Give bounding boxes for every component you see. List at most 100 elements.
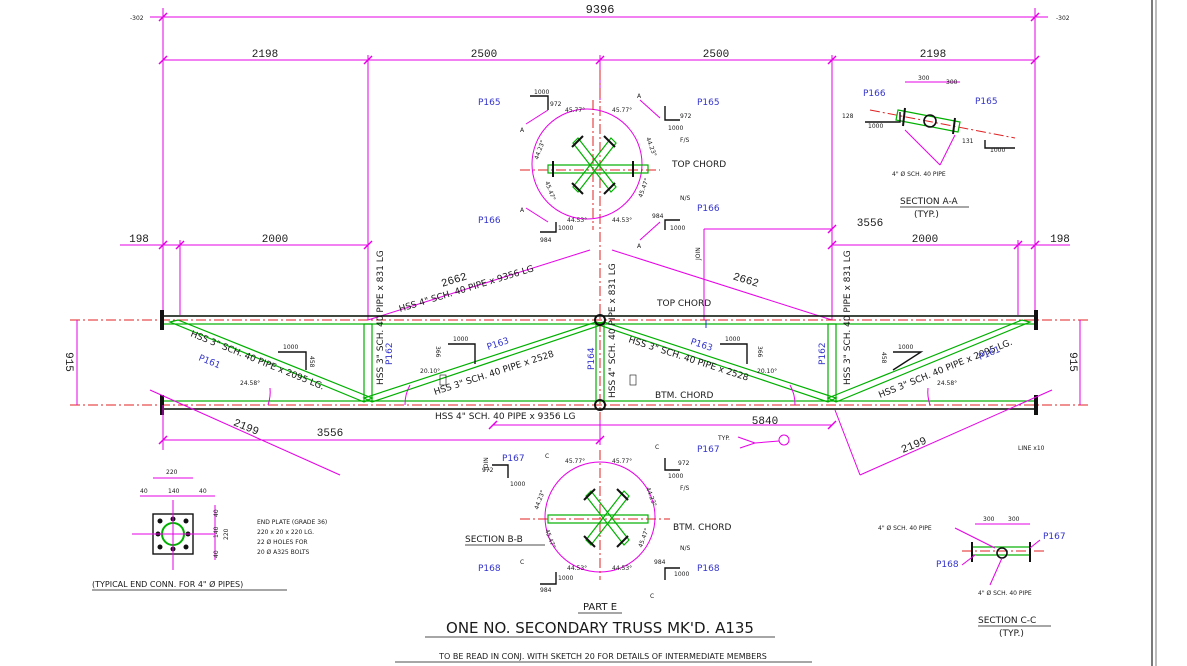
sec-marker-c4: C bbox=[650, 593, 654, 600]
diagonal-left-end bbox=[168, 319, 374, 403]
dim-right-offset: -302 bbox=[1056, 15, 1070, 22]
ec-dim-140: 140 bbox=[168, 488, 180, 495]
btm-detail-label: BTM. CHORD bbox=[673, 523, 732, 533]
ec-dim-220: 220 bbox=[166, 469, 178, 476]
diagonal-right-end bbox=[826, 319, 1032, 403]
second-dimension-row: 198 2000 3556 2000 198 JOIN bbox=[120, 218, 1070, 320]
mark-p165-top-left: P165 bbox=[478, 98, 501, 108]
vertical-left bbox=[363, 323, 373, 402]
angle-left-mid: 20.10° bbox=[420, 368, 440, 375]
mark-p164: P164 bbox=[587, 347, 597, 370]
section-cc: 300 300 4" Ø SCH. 40 PIPE 4" Ø SCH. 40 P… bbox=[878, 516, 1066, 639]
btm-slope-8: 1000 bbox=[558, 575, 573, 582]
ec-dim-40b: 40 bbox=[199, 488, 207, 495]
dim-overall: 9396 bbox=[586, 3, 615, 17]
btm-angle-7: 44.53° bbox=[567, 565, 587, 572]
ec-side-40a: 40 bbox=[213, 509, 220, 517]
mark-p167-btm-left: P167 bbox=[502, 454, 525, 464]
slope-1000-right: 1000 bbox=[898, 344, 913, 351]
btm-ns: N/S bbox=[680, 545, 691, 552]
btm-angle-6: 45.47° bbox=[637, 527, 650, 548]
slope-458-right: 458 bbox=[880, 352, 887, 364]
section-cc-typ: (TYP.) bbox=[999, 629, 1024, 639]
ec-plate-line3: 22 Ø HOLES FOR bbox=[257, 539, 308, 546]
end-plate-tl bbox=[160, 310, 164, 330]
label-vert-center: HSS 4" SCH. 40 PIPE x 831 LG bbox=[608, 263, 618, 398]
dim-span-1: 2198 bbox=[252, 49, 278, 61]
ec-plate-line2: 220 x 20 x 220 LG. bbox=[257, 529, 314, 536]
slope-366-right: 366 bbox=[756, 346, 763, 358]
mark-p162-left: P162 bbox=[385, 342, 395, 365]
label-top-chord-pipe: HSS 4" SCH. 40 PIPE x 9356 LG bbox=[398, 264, 535, 315]
diagonal-left-mid bbox=[362, 321, 607, 403]
btm-slope-5: 984 bbox=[654, 559, 666, 566]
top-angle-5: 45.47° bbox=[543, 180, 556, 201]
btm-angle-4: 44.23° bbox=[644, 486, 657, 507]
btm-angle-8: 44.53° bbox=[612, 565, 632, 572]
label-diag-left-mid: HSS 3" SCH. 40 PIPE x 2528 bbox=[433, 349, 556, 397]
aa-dim-131: 131 bbox=[962, 138, 974, 145]
end-connection-detail: 220 40 140 40 220 40 140 40 END PLATE (G… bbox=[92, 469, 327, 591]
top-detail-label: TOP CHORD bbox=[671, 160, 726, 170]
sec-marker-a2: A bbox=[637, 93, 642, 100]
line-x10: LINE x10 bbox=[1018, 445, 1045, 452]
btm-angle-5: 45.47° bbox=[543, 528, 556, 549]
label-btm-chord: BTM. CHORD bbox=[655, 391, 714, 401]
top-slope-7: 984 bbox=[540, 237, 552, 244]
dim-2662-right: 2662 bbox=[731, 271, 760, 290]
sec-marker-c3: C bbox=[520, 559, 524, 566]
mark-p161-left: P161 bbox=[197, 354, 222, 372]
section-aa-title: SECTION A-A bbox=[900, 197, 959, 207]
top-slope-4: 1000 bbox=[668, 125, 683, 132]
mark-p168-btm-left: P168 bbox=[478, 564, 501, 574]
section-aa: 300 300 128 1000 131 1000 P166 P165 4" Ø… bbox=[842, 75, 1016, 220]
ec-plate-line4: 20 Ø A325 BOLTS bbox=[257, 549, 310, 556]
top-slope-8: 1000 bbox=[558, 225, 573, 232]
top-angle-2: 45.77° bbox=[612, 107, 632, 114]
top-slope-5: 984 bbox=[652, 213, 664, 220]
dim-198-left: 198 bbox=[129, 234, 149, 246]
end-plate-bl bbox=[160, 395, 164, 415]
aa-mark-p166: P166 bbox=[863, 89, 886, 99]
dim-3556-bottom: 3556 bbox=[317, 428, 343, 440]
sec-marker-a3: A bbox=[520, 207, 525, 214]
ec-dim-40a: 40 bbox=[140, 488, 148, 495]
drawing-note: TO BE READ IN CONJ. WITH SKETCH 20 FOR D… bbox=[438, 652, 767, 661]
top-angle-8: 44.53° bbox=[612, 217, 632, 224]
top-dimension-chain: 9396 -302 -302 2198 2500 2500 2198 bbox=[130, 3, 1070, 320]
sec-marker-c1: C bbox=[545, 453, 549, 460]
btm-slope-4: 1000 bbox=[668, 473, 683, 480]
title-block: PART E ONE NO. SECONDARY TRUSS MK'D. A13… bbox=[395, 602, 812, 663]
slope-1000-midleft: 1000 bbox=[453, 336, 468, 343]
dim-5840: 5840 bbox=[752, 416, 778, 428]
aa-dim-300b: 300 bbox=[946, 79, 958, 86]
dim-height-right: 915 bbox=[1066, 352, 1078, 372]
slope-1000-midright: 1000 bbox=[725, 336, 740, 343]
btm-angle-3: 44.23° bbox=[533, 489, 546, 510]
end-plate-tr bbox=[1034, 310, 1038, 330]
btm-slope-2: 1000 bbox=[510, 481, 525, 488]
label-bottom-chord-pipe: HSS 4" SCH. 40 PIPE x 9356 LG bbox=[435, 412, 575, 422]
typ-label: TYP. bbox=[717, 435, 730, 442]
angle-right-mid: 20.10° bbox=[757, 368, 777, 375]
section-aa-typ: (TYP.) bbox=[914, 210, 939, 220]
cc-mark-p167: P167 bbox=[1043, 532, 1066, 542]
dim-2000-right: 2000 bbox=[912, 234, 938, 246]
top-angle-7: 44.53° bbox=[567, 217, 587, 224]
drawing-title: ONE NO. SECONDARY TRUSS MK'D. A135 bbox=[446, 619, 754, 637]
btm-angle-1: 45.77° bbox=[565, 458, 585, 465]
part-label: PART E bbox=[583, 602, 617, 613]
label-vert-right: HSS 3" SCH. 40 PIPE x 831 LG bbox=[843, 250, 853, 385]
aa-pipe-label: 4" Ø SCH. 40 PIPE bbox=[892, 171, 946, 178]
dim-3556-right: 3556 bbox=[857, 218, 883, 230]
detail-bottom-chord-node: 45.77° 45.77° 44.23° 44.23° 45.47° 45.47… bbox=[465, 444, 732, 600]
top-angle-1: 45.77° bbox=[565, 107, 585, 114]
btm-slope-3: 972 bbox=[678, 460, 690, 467]
label-top-chord: TOP CHORD bbox=[656, 299, 711, 309]
aa-dim-300a: 300 bbox=[918, 75, 930, 82]
dim-198-right: 198 bbox=[1050, 234, 1070, 246]
dim-2199-right: 2199 bbox=[900, 436, 929, 457]
top-slope-2: 972 bbox=[550, 101, 562, 108]
ec-side-140: 140 bbox=[213, 526, 220, 538]
